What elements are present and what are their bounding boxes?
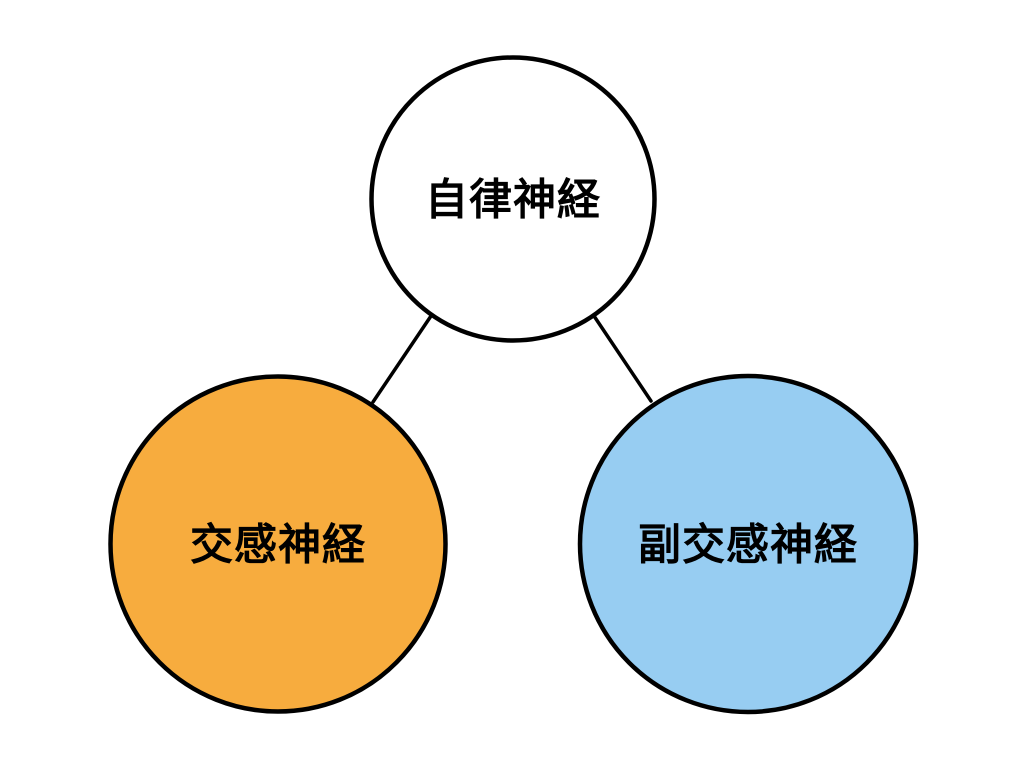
autonomic-nerve-label: 自律神経 bbox=[425, 176, 601, 224]
autonomic-nerve-circle bbox=[369, 55, 657, 343]
parasympathetic-nerve-label: 副交感神経 bbox=[638, 521, 858, 569]
edge-autonomic-to-parasympathetic bbox=[590, 311, 653, 403]
sympathetic-nerve-circle bbox=[108, 374, 448, 714]
parasympathetic-nerve-circle bbox=[577, 373, 919, 715]
node-sympathetic-nerve: 交感神経 bbox=[108, 374, 448, 714]
sympathetic-nerve-label: 交感神経 bbox=[190, 521, 366, 569]
edge-autonomic-to-sympathetic bbox=[371, 311, 435, 404]
node-parasympathetic-nerve: 副交感神経 bbox=[577, 373, 919, 715]
node-autonomic-nerve: 自律神経 bbox=[369, 55, 657, 343]
